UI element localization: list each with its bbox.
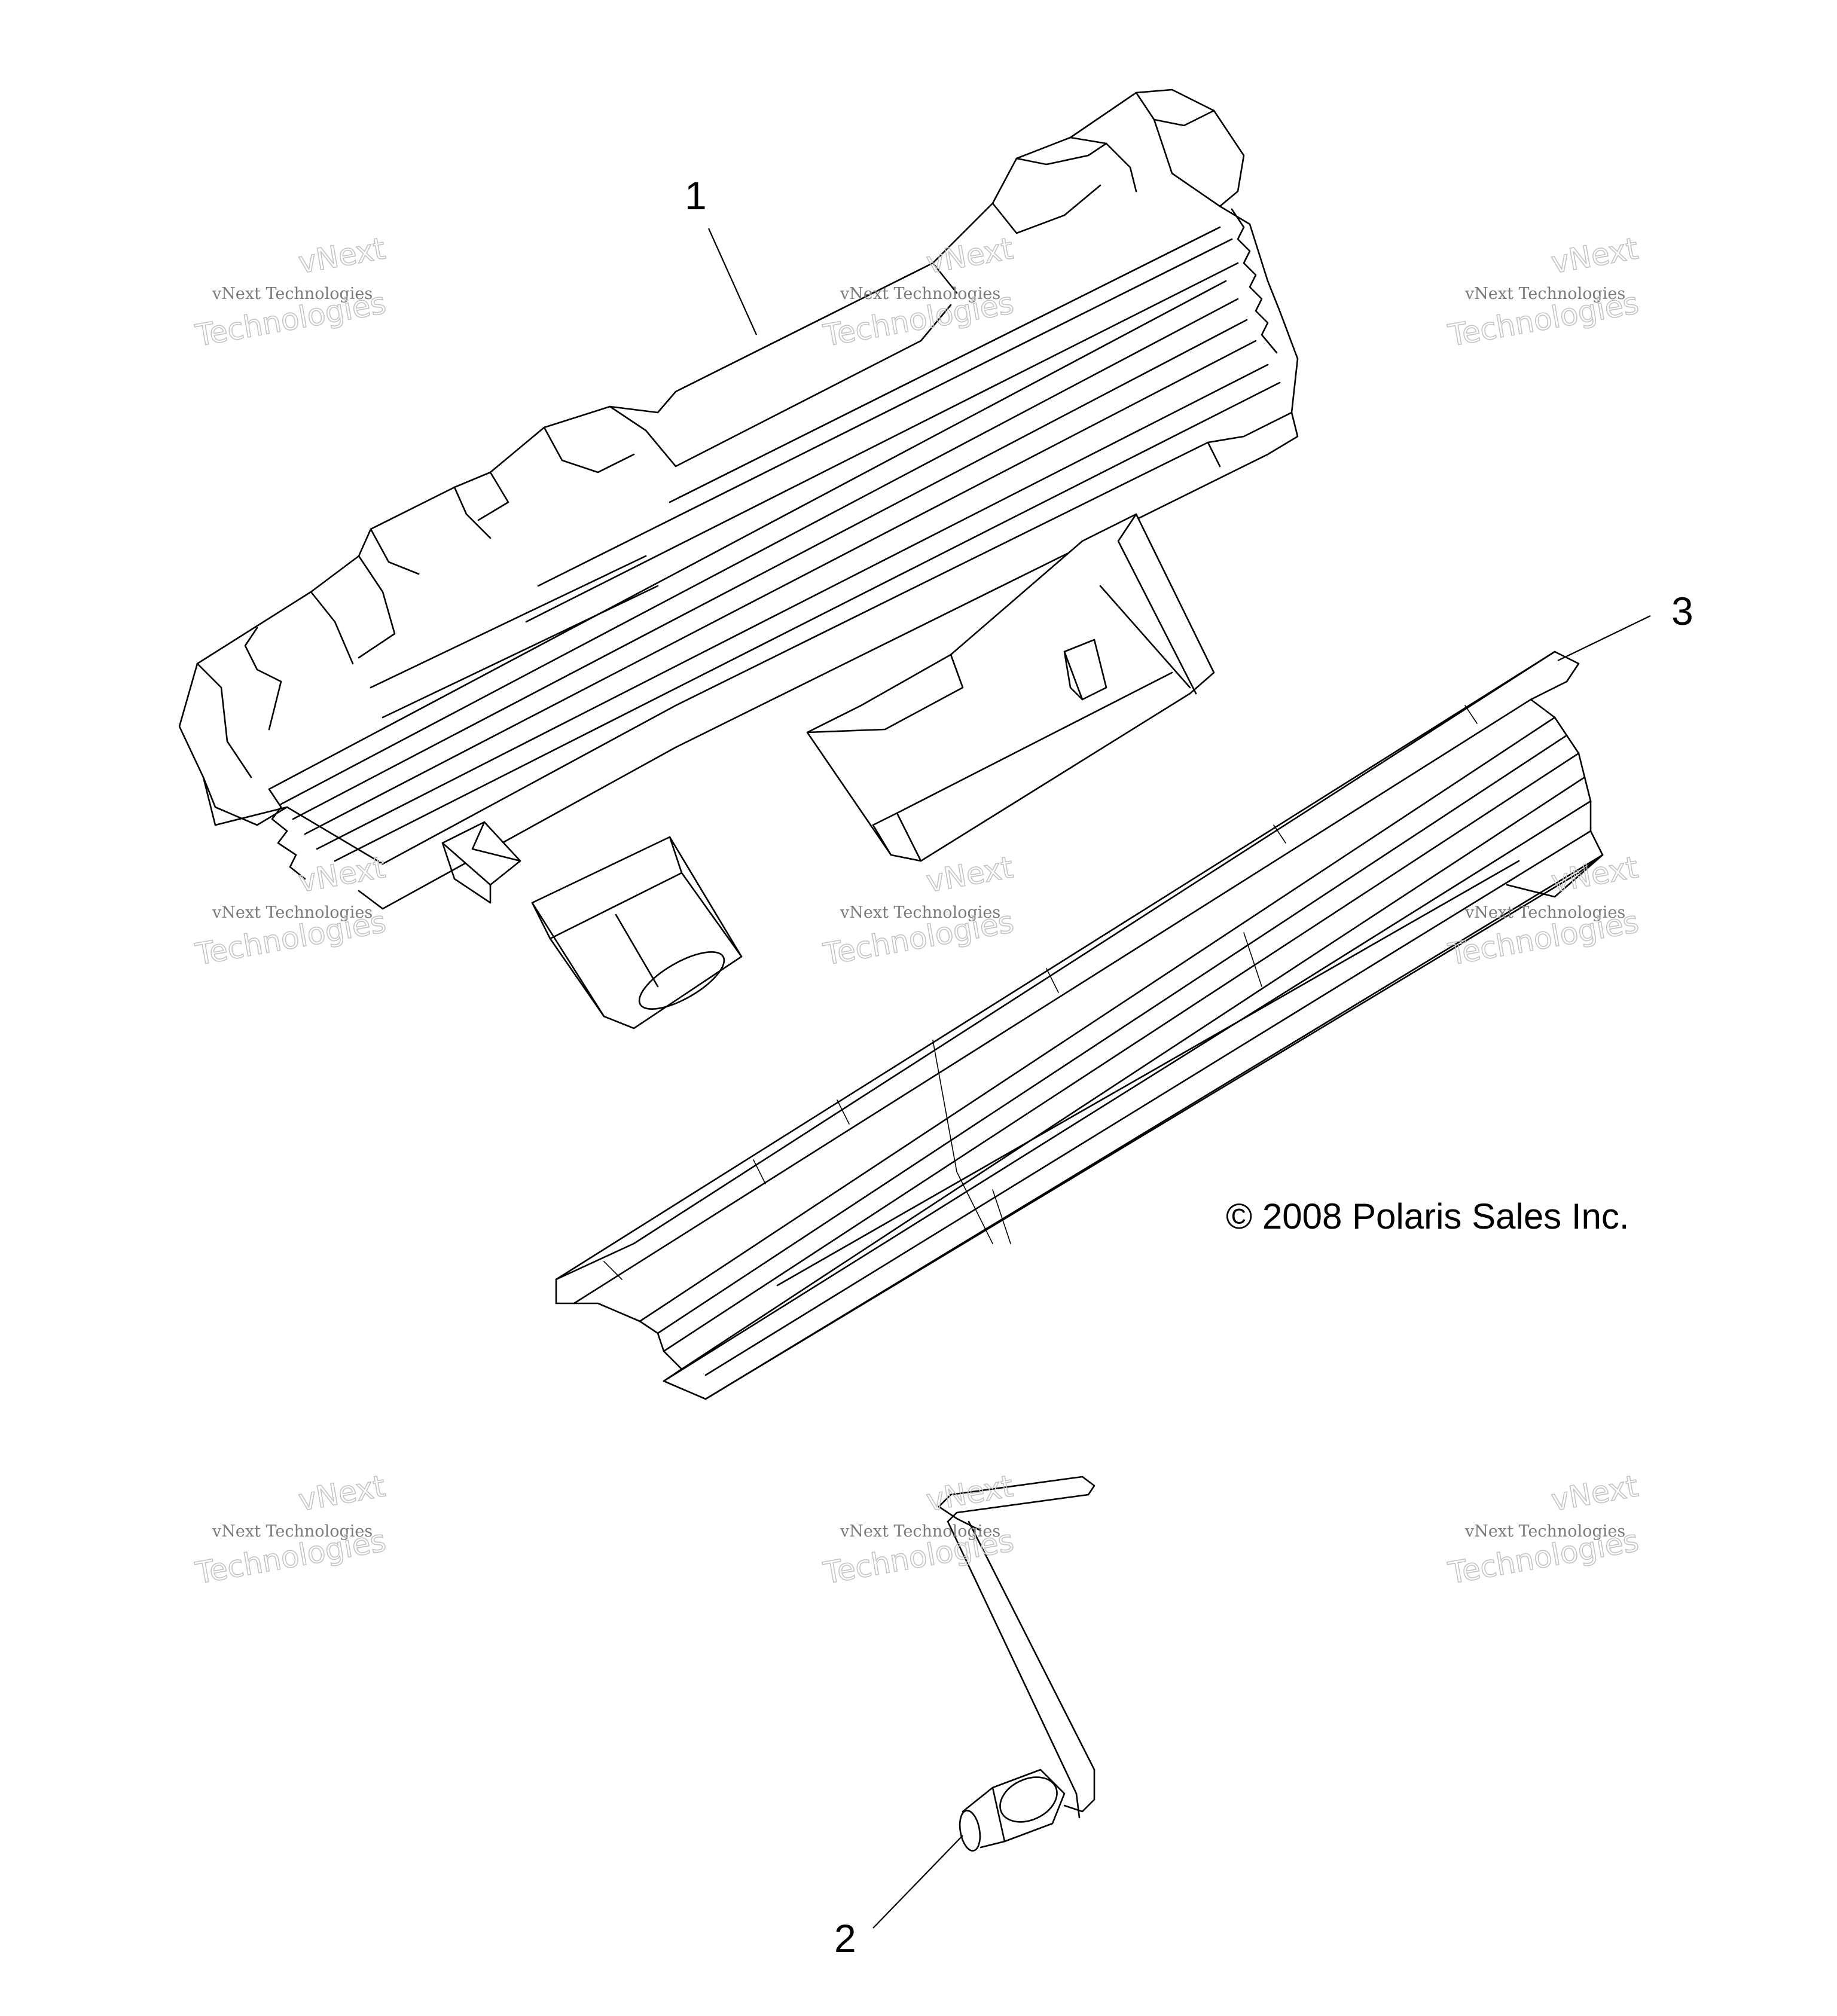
watermark-line-2: vNext Technologies	[1464, 285, 1625, 303]
part-1-gauge-housing	[178, 88, 1299, 1030]
leader-line-2	[872, 1835, 963, 1929]
watermark-tile: vNext vNext Technologies Technologies	[192, 850, 389, 973]
watermark-line-1: vNext	[924, 850, 1016, 899]
watermark-line-2: vNext Technologies	[212, 285, 373, 303]
watermark-tile: vNext vNext Technologies Technologies	[1445, 231, 1641, 354]
watermark-line-2: vNext Technologies	[1464, 1522, 1625, 1541]
watermark-line-1: vNext	[1549, 1468, 1641, 1517]
callout-3: 3	[1671, 589, 1693, 633]
watermark-line-1: vNext	[296, 231, 388, 280]
callout-2: 2	[834, 1916, 856, 1960]
watermark-line-2: vNext Technologies	[212, 903, 373, 922]
watermark-line-2: vNext Technologies	[840, 285, 1000, 303]
watermark-line-1: vNext	[1549, 231, 1641, 280]
watermark-tile: vNext vNext Technologies Technologies	[820, 850, 1017, 973]
watermark-line-1: vNext	[296, 850, 388, 899]
watermark-tile: vNext vNext Technologies Technologies	[1445, 1468, 1641, 1592]
leader-line-1	[707, 228, 758, 335]
watermark-line-2: vNext Technologies	[212, 1522, 373, 1541]
watermark-tile: vNext vNext Technologies Technologies	[820, 1468, 1017, 1592]
copyright-notice: © 2008 Polaris Sales Inc.	[1226, 1196, 1630, 1236]
part-2-spring-clip	[938, 1476, 1096, 1852]
part-3-lens-bezel	[555, 650, 1604, 1400]
watermark-tile: vNext vNext Technologies Technologies	[192, 231, 389, 354]
watermark-line-1: vNext	[924, 1468, 1016, 1517]
leader-line-3	[1557, 615, 1651, 661]
watermark-tile: vNext vNext Technologies Technologies	[192, 1468, 389, 1592]
callout-1: 1	[685, 173, 707, 218]
watermark-line-1: vNext	[296, 1468, 388, 1517]
watermark-line-2: vNext Technologies	[840, 903, 1000, 922]
watermark-line-2: vNext Technologies	[1464, 903, 1625, 922]
watermark-line-2: vNext Technologies	[840, 1522, 1000, 1541]
